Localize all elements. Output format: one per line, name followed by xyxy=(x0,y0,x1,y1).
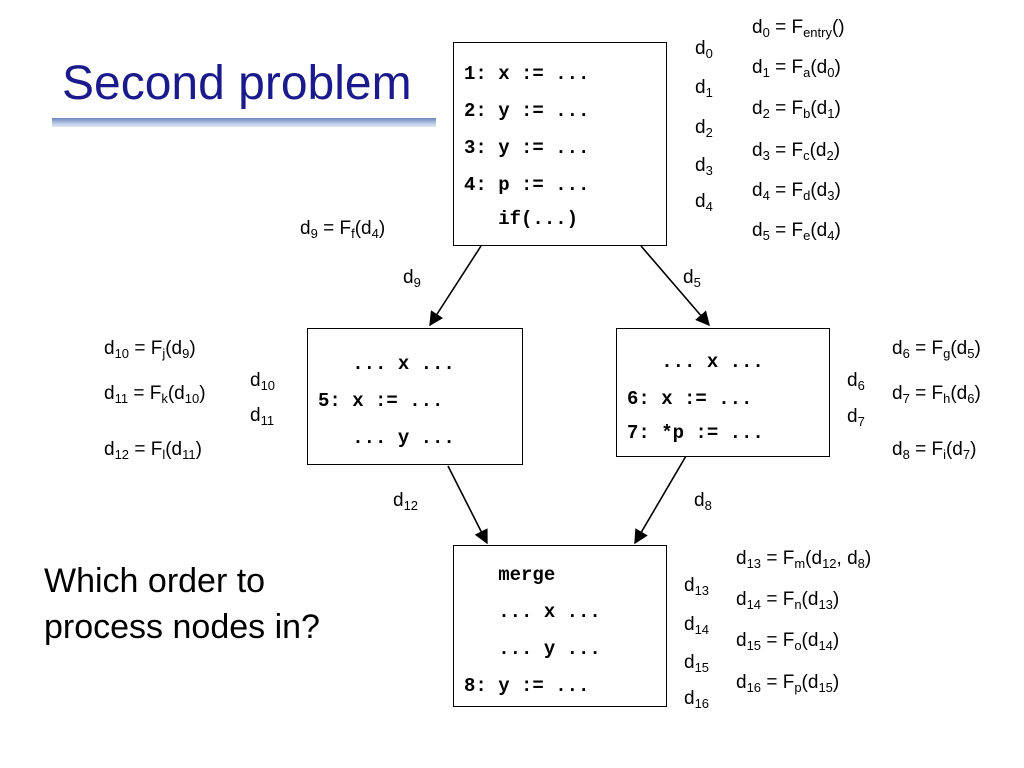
edge-label: d9 xyxy=(403,267,421,290)
node-right-block: ... x ... 6: x := ... 7: *p := ... xyxy=(616,328,830,457)
equation-label: d12 = Fl(d11) xyxy=(104,439,202,462)
point-label: d15 xyxy=(684,652,710,675)
point-label: d13 xyxy=(684,575,710,598)
edge-label: d8 xyxy=(694,490,712,513)
equation-label: d15 = Fo(d14) xyxy=(736,630,840,653)
equation-label: d0 = Fentry() xyxy=(752,17,845,40)
code-line: 2: y := ... xyxy=(464,100,590,122)
point-label: d11 xyxy=(250,405,275,428)
code-line: ... y ... xyxy=(464,638,601,660)
code-line: 1: x := ... xyxy=(464,63,590,85)
equation-label: d9 = Ff(d4) xyxy=(300,218,386,241)
code-line: merge xyxy=(464,564,556,586)
edge-left-bottom-arrow xyxy=(447,465,488,545)
edge-top-left-arrow xyxy=(429,245,482,327)
point-label: d14 xyxy=(684,614,710,637)
equation-label: d4 = Fd(d3) xyxy=(752,180,841,203)
point-label: d3 xyxy=(695,155,713,178)
code-line: ... x ... xyxy=(464,601,601,623)
equation-label: d7 = Fh(d6) xyxy=(892,383,981,406)
point-label: d0 xyxy=(695,38,713,61)
equation-label: d1 = Fa(d0) xyxy=(752,57,841,80)
node-left-block: ... x ... 5: x := ... ... y ... xyxy=(307,328,523,465)
equation-label: d3 = Fc(d2) xyxy=(752,140,841,163)
point-label: d2 xyxy=(695,117,713,140)
code-line: if(...) xyxy=(464,208,579,230)
point-label: d7 xyxy=(847,406,865,429)
code-line: ... x ... xyxy=(627,351,764,373)
equation-label: d2 = Fb(d1) xyxy=(752,98,841,121)
code-line: 4: p := ... xyxy=(464,174,590,196)
equation-label: d13 = Fm(d12, d8) xyxy=(736,548,872,571)
edge-right-bottom-arrow xyxy=(634,455,687,545)
code-line: 8: y := ... xyxy=(464,675,590,697)
equation-label: d8 = Fi(d7) xyxy=(892,439,977,462)
question-text: Which order to process nodes in? xyxy=(44,562,320,646)
point-label: d4 xyxy=(695,191,713,214)
point-label: d16 xyxy=(684,688,710,711)
equation-label: d10 = Fj(d9) xyxy=(104,338,196,361)
node-entry-block: 1: x := ... 2: y := ... 3: y := ... 4: p… xyxy=(453,42,667,246)
equation-label: d14 = Fn(d13) xyxy=(736,589,840,612)
point-label: d10 xyxy=(250,370,276,393)
code-line: 5: x := ... xyxy=(318,390,444,412)
code-line: ... y ... xyxy=(318,427,455,449)
point-label: d6 xyxy=(847,370,865,393)
code-line: 3: y := ... xyxy=(464,137,590,159)
edge-label: d12 xyxy=(393,490,419,513)
code-line: 6: x := ... xyxy=(627,388,753,410)
equation-label: d16 = Fp(d15) xyxy=(736,672,840,695)
edge-top-right-arrow xyxy=(640,245,710,327)
equation-label: d11 = Fk(d10) xyxy=(104,383,206,406)
node-merge-block: merge ... x ... ... y ... 8: y := ... xyxy=(453,545,667,707)
equation-label: d6 = Fg(d5) xyxy=(892,338,981,361)
code-line: ... x ... xyxy=(318,353,455,375)
equation-label: d5 = Fe(d4) xyxy=(752,220,841,243)
edge-label: d5 xyxy=(683,267,701,290)
point-label: d1 xyxy=(695,77,713,100)
code-line: 7: *p := ... xyxy=(627,422,764,444)
title-underline xyxy=(52,118,436,127)
slide-title: Second problem xyxy=(62,57,412,110)
